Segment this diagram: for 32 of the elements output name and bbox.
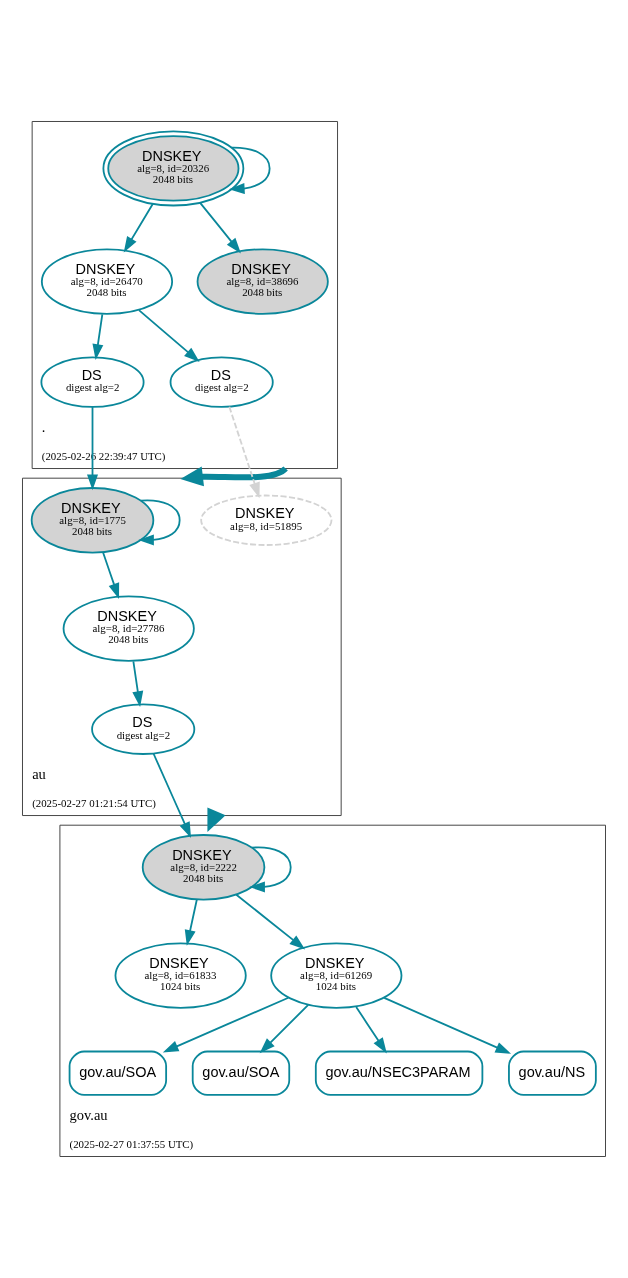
node-ellipse: DNSKEY alg=8, id=51895: [200, 494, 333, 546]
arrow: [184, 898, 198, 946]
node-ellipse: DNSKEY alg=8, id=38696 2048 bits: [196, 248, 329, 315]
arrow: [355, 1006, 387, 1054]
node-box: gov.au/NSEC3PARAM: [314, 1050, 484, 1096]
arrow: [235, 893, 306, 950]
node-ellipse: DNSKEY alg=8, id=61269 1024 bits: [270, 942, 403, 1009]
arrow: [180, 466, 288, 487]
arrow: [123, 203, 154, 253]
node-ellipse: DS digest alg=2: [169, 356, 274, 408]
arrow: [162, 996, 290, 1053]
arrow: [87, 406, 98, 491]
node-ellipse: DS digest alg=2: [40, 356, 145, 408]
arrow: [249, 846, 292, 893]
arrow: [259, 1003, 310, 1054]
arrow: [199, 201, 241, 254]
arrow: [132, 660, 144, 707]
arrow: [138, 499, 181, 546]
node-ellipse: DS digest alg=2: [91, 703, 196, 755]
arrow: [383, 997, 512, 1054]
node-ellipse: DNSKEY alg=8, id=26470 2048 bits: [40, 248, 174, 315]
node-box: gov.au/SOA: [68, 1050, 168, 1096]
arrow: [152, 752, 192, 838]
arrow: [92, 313, 104, 360]
node-ellipse: DNSKEY alg=8, id=27786 2048 bits: [62, 595, 195, 662]
node-ellipse: DNSKEY alg=8, id=61833 1024 bits: [114, 942, 247, 1009]
arrow: [228, 405, 260, 499]
arrow: [138, 309, 200, 363]
arrow: [228, 146, 271, 195]
arrow: [102, 551, 120, 599]
node-box: gov.au/SOA: [191, 1050, 291, 1096]
node-box: gov.au/NS: [508, 1050, 597, 1096]
